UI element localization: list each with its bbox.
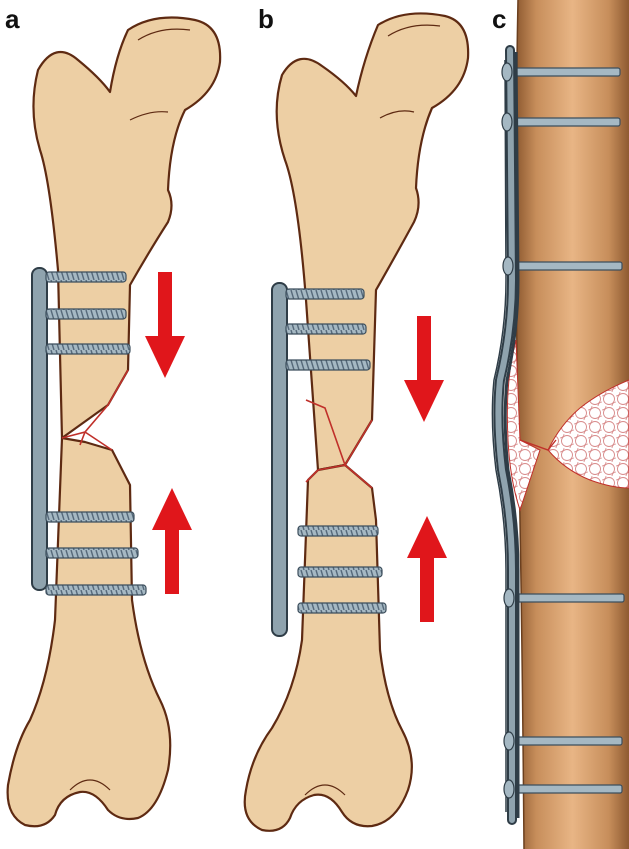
screw-c-1	[510, 68, 620, 76]
panel-b	[245, 13, 468, 830]
screw-head-c-3	[503, 257, 513, 275]
femur-upper-fragment-a	[33, 18, 220, 438]
screw-a-2	[46, 309, 126, 319]
screw-c-3	[510, 262, 622, 270]
screw-c-5	[512, 737, 622, 745]
panel-c	[492, 0, 629, 849]
screw-a-1	[46, 272, 126, 282]
femur-lower-fragment-b	[245, 465, 412, 831]
screw-a-3	[46, 344, 130, 354]
compression-arrow-down-a	[145, 272, 185, 378]
femur-upper-fragment-b	[277, 13, 468, 470]
screw-a-6	[46, 585, 146, 595]
screw-head-c-1	[502, 63, 512, 81]
plate-a	[32, 268, 47, 590]
screw-b-5	[298, 567, 382, 577]
screw-head-c-2	[502, 113, 512, 131]
screw-head-c-6	[504, 780, 514, 798]
screw-a-5	[46, 548, 138, 558]
plate-b	[272, 283, 287, 636]
compression-arrow-up-b	[407, 516, 447, 622]
screw-head-c-4	[504, 589, 514, 607]
screw-c-4	[512, 594, 624, 602]
screw-c-6	[512, 785, 622, 793]
screw-b-1	[286, 289, 364, 299]
compression-arrow-down-b	[404, 316, 444, 422]
compression-arrow-up-a	[152, 488, 192, 594]
screw-a-4	[46, 512, 134, 522]
panel-a	[8, 18, 221, 827]
screw-head-c-5	[504, 732, 514, 750]
screw-b-6	[298, 603, 386, 613]
screw-b-3	[286, 360, 370, 370]
screw-c-2	[510, 118, 620, 126]
screw-b-4	[298, 526, 378, 536]
screw-b-2	[286, 324, 366, 334]
